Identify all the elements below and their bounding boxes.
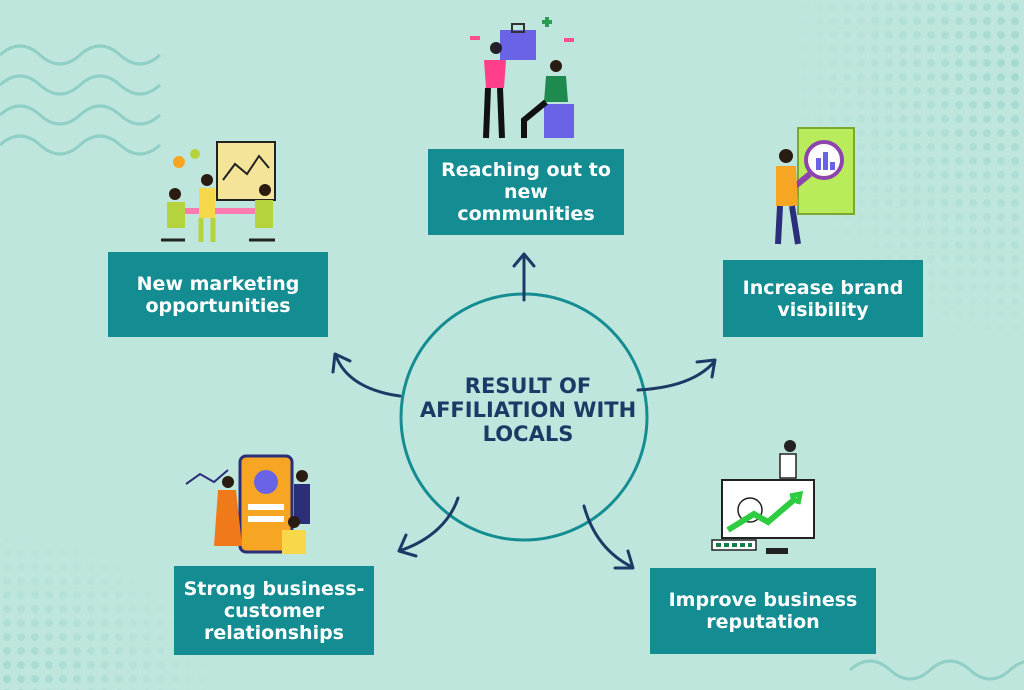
outcome-marketing-line1: New marketing	[136, 272, 300, 295]
center-title: RESULT OF AFFILIATION WITH LOCALS	[405, 374, 651, 446]
center-title-line3: LOCALS	[482, 422, 574, 446]
outcome-brand-line2: visibility	[777, 298, 869, 321]
team-presentation-illustration	[470, 17, 574, 139]
outcome-box-marketing: New marketing opportunities	[108, 252, 328, 337]
outcome-relationships-line1: Strong business-	[183, 577, 365, 600]
wave-lines-bottom-right	[848, 659, 1024, 681]
outcome-box-brand: Increase brand visibility	[723, 260, 923, 337]
outcome-box-relationships: Strong business- customer relationships	[174, 566, 374, 655]
center-title-line1: RESULT OF	[464, 374, 592, 398]
outcome-reach-line2: new communities	[457, 181, 595, 225]
arrow-up	[512, 252, 536, 302]
center-title-line2: AFFILIATION WITH	[419, 398, 637, 422]
outcome-relationships-line3: relationships	[203, 621, 344, 644]
wave-lines-left	[0, 44, 162, 156]
mobile-dashboard-illustration	[185, 454, 310, 554]
outcome-box-reputation: Improve business reputation	[650, 568, 876, 654]
arrows	[331, 252, 717, 570]
outcome-marketing-line2: opportunities	[145, 294, 291, 317]
brand-analysis-illustration	[775, 127, 855, 245]
outcome-reach-line1: Reaching out to	[441, 159, 611, 181]
outcome-reputation-line2: reputation	[706, 611, 820, 633]
outcome-brand-line1: Increase brand	[742, 276, 904, 299]
marketing-meeting-illustration	[161, 141, 276, 242]
arrow-down-right	[582, 504, 635, 570]
reputation-growth-illustration	[711, 440, 815, 554]
arrow-right	[636, 358, 717, 392]
arrow-down-left	[397, 496, 460, 558]
outcome-relationships-line2: customer	[223, 599, 325, 622]
outcome-reputation-line1: Improve business	[668, 589, 858, 611]
arrow-left	[331, 352, 402, 398]
outcome-box-reach: Reaching out to new communities	[428, 149, 624, 235]
